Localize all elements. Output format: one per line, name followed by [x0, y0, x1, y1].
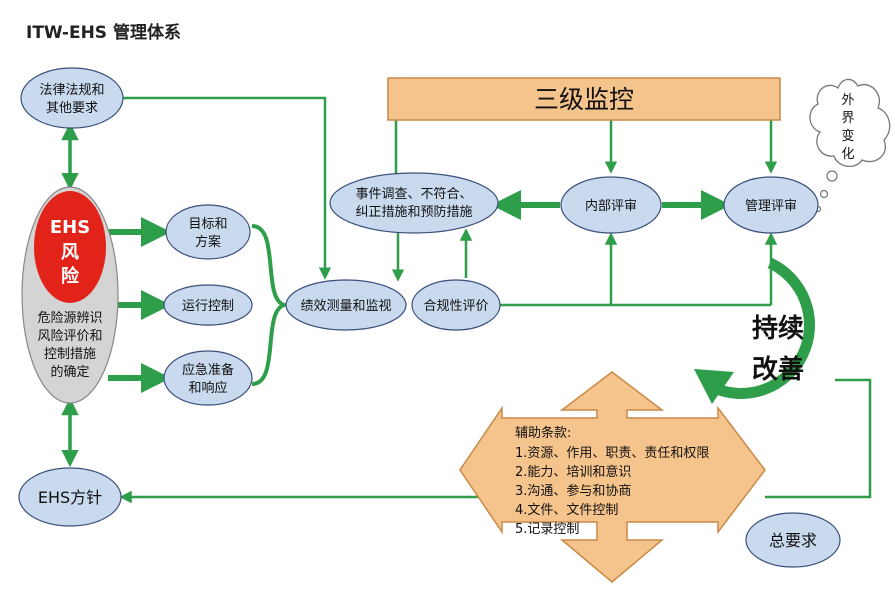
- objectives-node: [165, 204, 251, 260]
- support-heading: 辅助条款:: [515, 425, 571, 441]
- support-item-4: 4.文件、文件控制: [515, 503, 618, 518]
- mgmt-review-node: [723, 176, 819, 234]
- page-title: ITW-EHS 管理体系: [26, 22, 181, 43]
- improvement-label-1: 持续: [752, 313, 804, 344]
- external-change-char-1: 外: [841, 93, 854, 108]
- support-item-3: 3.沟通、参与和协商: [515, 483, 631, 499]
- ehs-risk-desc-3: 控制措施: [44, 347, 96, 362]
- operation-node: [163, 284, 253, 326]
- performance-label: 绩效测量和监视: [300, 299, 391, 314]
- support-item-1: 1.资源、作用、职责、责任和权限: [515, 445, 709, 461]
- ehs-risk-badge-line-1: EHS: [50, 217, 90, 238]
- laws-performance-arrow: [122, 96, 332, 280]
- ehs-risk-desc-1: 危险源辨识: [37, 311, 102, 326]
- ehs-risk-badge-line-3: 险: [61, 265, 80, 287]
- incident-label-1: 事件调查、不符合、: [355, 186, 472, 202]
- incident-node: [329, 172, 499, 234]
- incident-label-2: 纠正措施和预防措施: [355, 204, 472, 220]
- external-change-cloud: 外 界 变 化: [809, 78, 891, 213]
- external-change-char-4: 化: [841, 147, 854, 162]
- general-requirements-node: [745, 512, 841, 568]
- support-item-5: 5.记录控制: [515, 522, 579, 537]
- external-change-char-3: 变: [841, 128, 854, 144]
- mgmt-review-label: 管理评审: [745, 199, 797, 214]
- objectives-label-2: 方案: [195, 234, 221, 250]
- improvement-label-2: 改善: [752, 354, 804, 385]
- laws-label-2: 其他要求: [46, 101, 98, 116]
- ehs-risk-desc-4: 的确定: [50, 364, 89, 380]
- ehs-risk-badge-line-2: 风: [61, 242, 79, 263]
- policy-label: EHS方针: [38, 488, 102, 507]
- connectors: [61, 96, 872, 504]
- compliance-label: 合规性评价: [423, 299, 488, 314]
- emergency-node: [163, 350, 253, 406]
- curly-brace: [251, 224, 291, 386]
- objectives-label-1: 目标和: [188, 217, 227, 232]
- emergency-label-2: 和响应: [188, 380, 227, 396]
- compliance-node: [411, 279, 501, 331]
- operation-label: 运行控制: [182, 299, 234, 314]
- laws-label-1: 法律法规和: [39, 83, 104, 98]
- general-requirements-label: 总要求: [769, 531, 817, 550]
- policy-node: [18, 467, 122, 527]
- performance-node: [285, 279, 407, 331]
- support-clauses-shape: [459, 371, 766, 583]
- external-change-char-2: 界: [841, 111, 854, 126]
- internal-audit-label: 内部评审: [585, 198, 637, 214]
- monitor-label: 三级监控: [534, 85, 634, 114]
- laws-node: [20, 67, 124, 129]
- internal-audit-node: [560, 176, 662, 234]
- improvement-arc: [709, 258, 815, 399]
- support-item-2: 2.能力、培训和意识: [515, 464, 631, 480]
- ehs-risk-badge: [34, 191, 106, 303]
- ehs-risk-desc-2: 风险评价和: [37, 329, 102, 344]
- monitor-box: [387, 77, 781, 121]
- emergency-label-1: 应急准备: [182, 362, 234, 378]
- improvement-arrowhead: [694, 369, 734, 404]
- outer-loop-line: [765, 378, 872, 499]
